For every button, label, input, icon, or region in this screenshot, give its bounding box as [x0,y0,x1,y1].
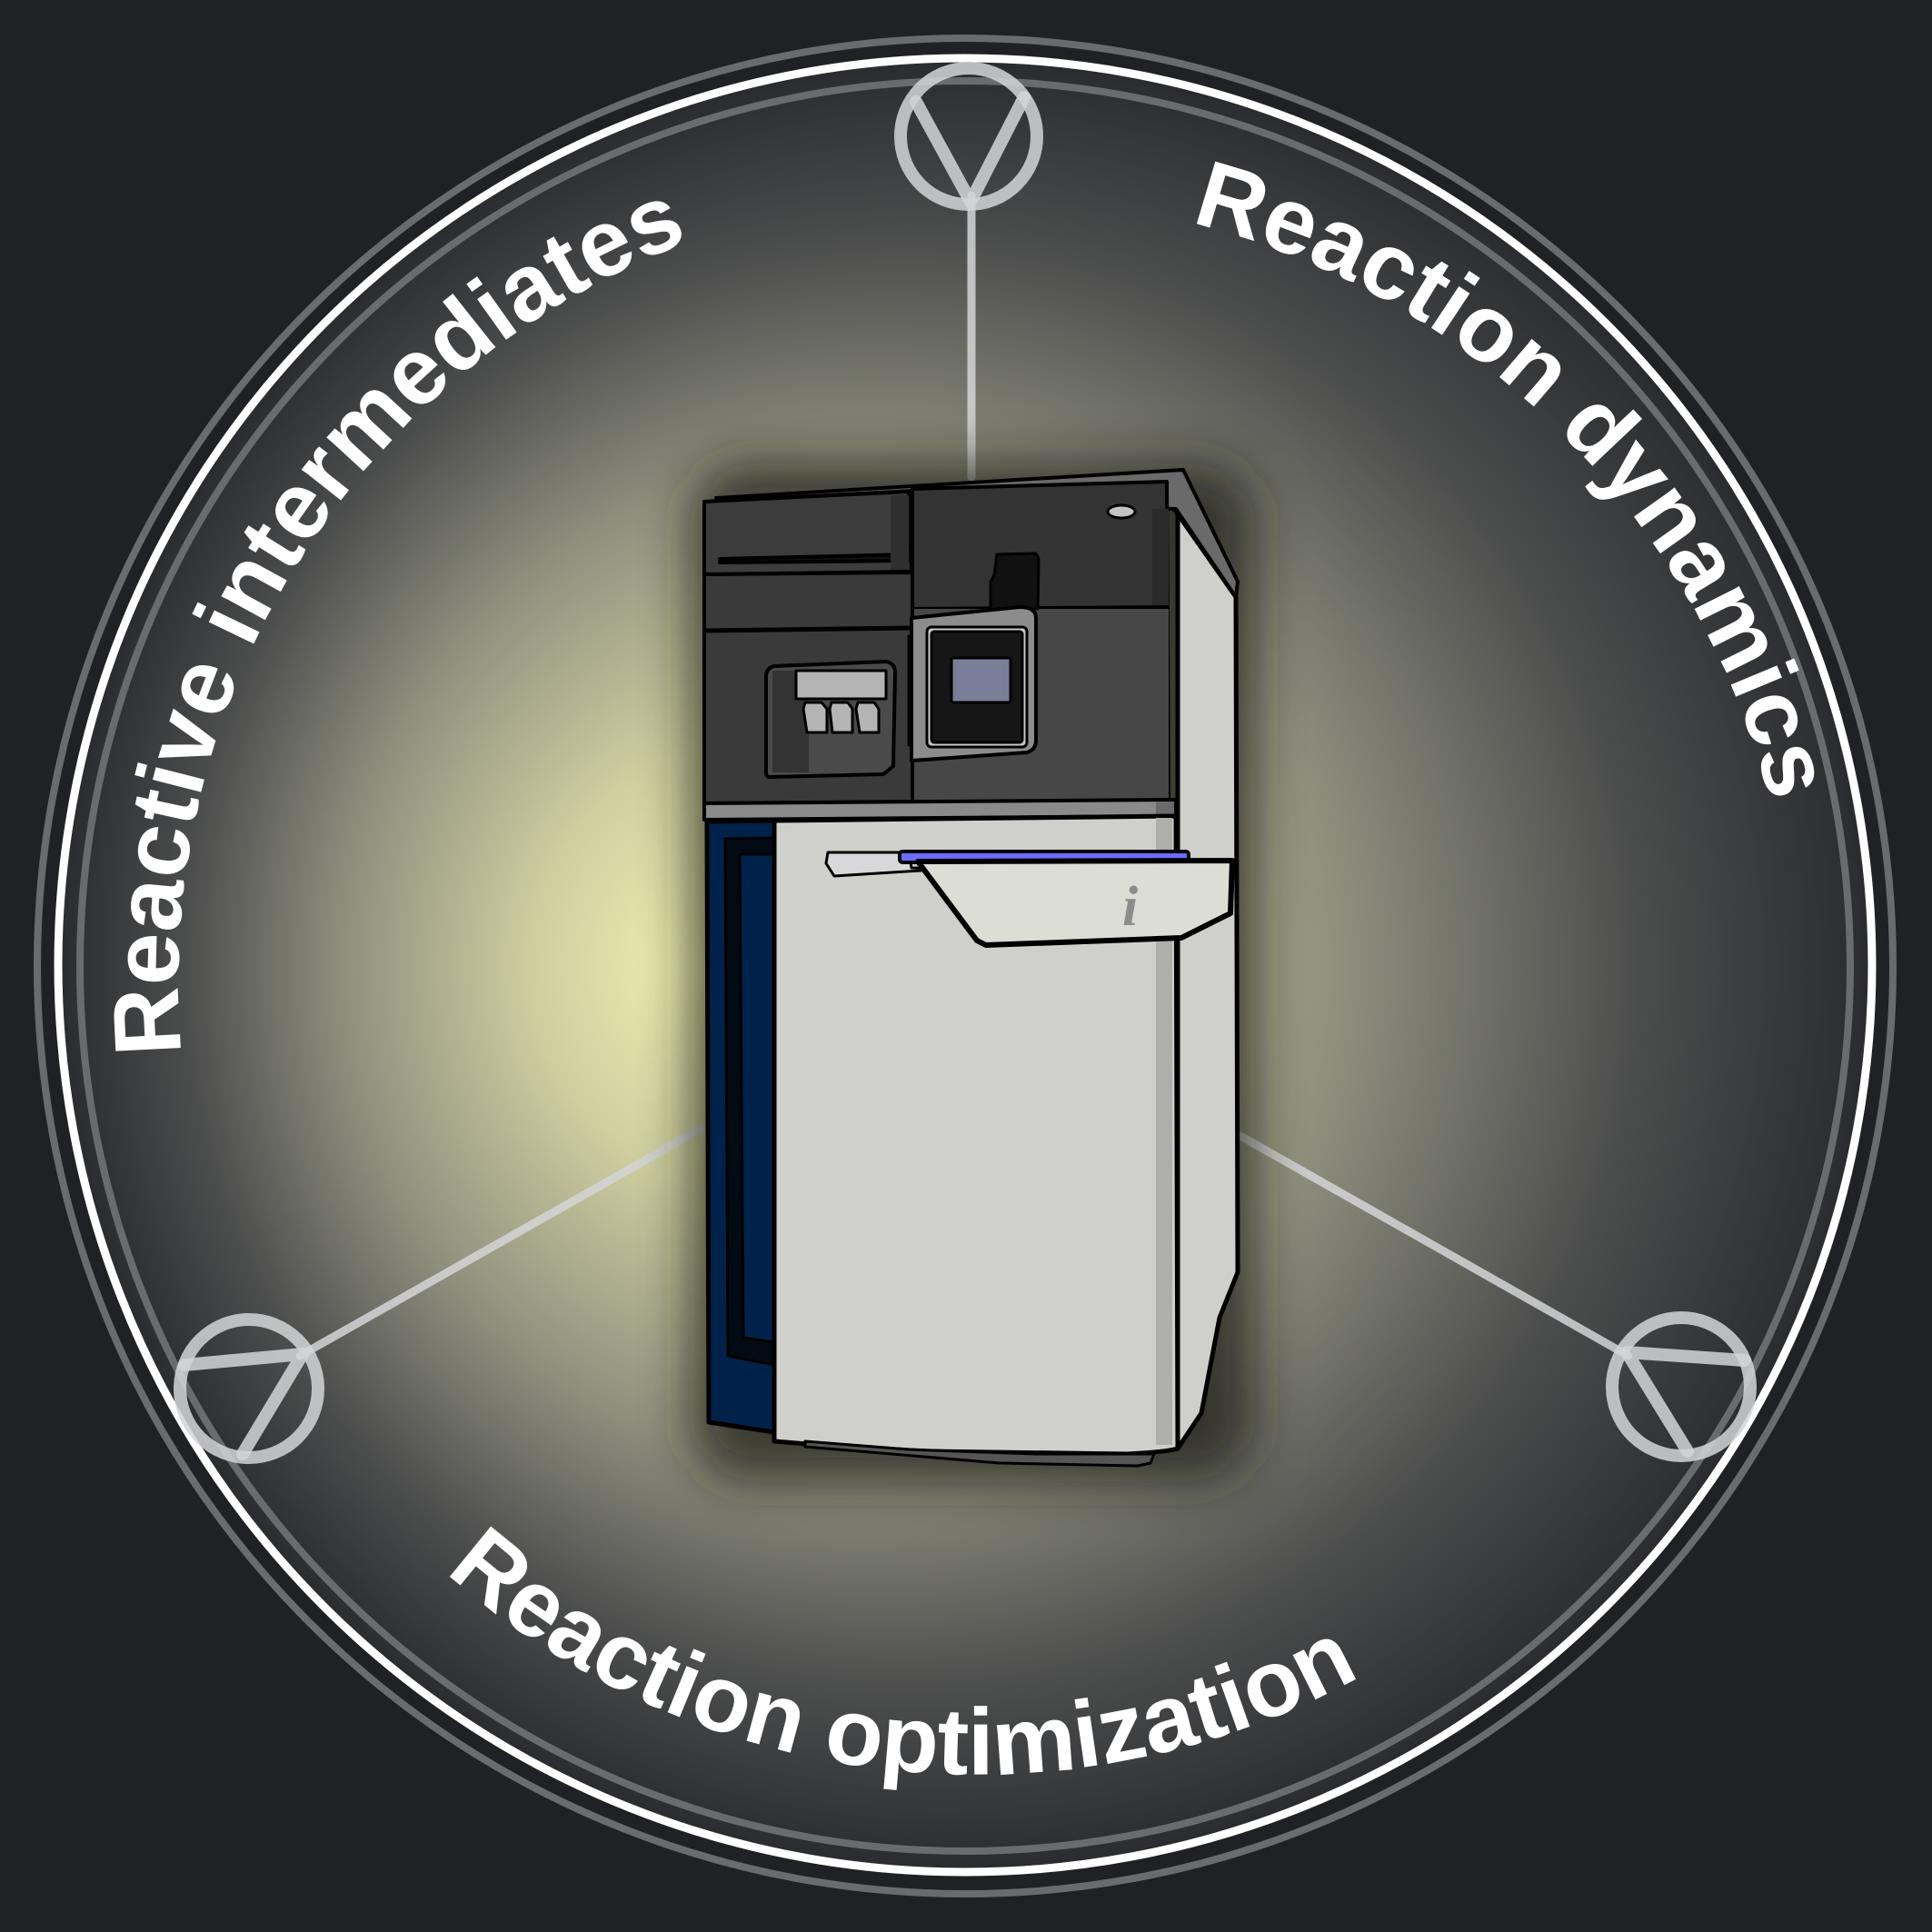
top-drawer-shade [891,495,909,573]
instrument-right-side [1171,506,1240,1451]
deck-trim-shade [1156,802,1174,816]
circle-triangle-left-icon [174,1313,324,1464]
info-badge-icon: i [1122,876,1138,938]
tray-drawer [915,858,1235,948]
inlet-cap [989,552,1041,612]
drawer-divider [703,570,912,576]
circle-triangle-down-icon [894,62,1043,211]
upper-housing-divider [913,605,1170,611]
base-plate [803,1439,1156,1468]
status-lamp [1106,503,1137,520]
node-bottom-left [174,1313,324,1464]
keypad-display [794,669,888,701]
keypad-key-2[interactable] [828,701,854,734]
connector-left [295,1122,709,1360]
ring-inner-grey [76,77,1854,1855]
node-bottom-right [1606,1311,1757,1462]
front-body-edge-shade [1156,818,1172,1445]
node-top [894,62,1043,211]
connector-right [1236,1131,1633,1360]
mass-spectrometer: i [702,468,1240,1468]
top-drawer-slot [718,553,912,564]
drawer-divider-2 [703,625,912,633]
outer-rings [34,35,1897,1897]
connector-lines [295,191,1633,1360]
circle-triangle-right-icon [1606,1311,1757,1462]
ring-white [54,54,1877,1877]
keypad-panel [764,660,897,779]
ion-source [910,552,1041,762]
source-display [950,656,1012,704]
keypad-key-3[interactable] [854,701,881,734]
ring-outer-grey [34,35,1897,1897]
keypad-key-1[interactable] [802,701,829,734]
